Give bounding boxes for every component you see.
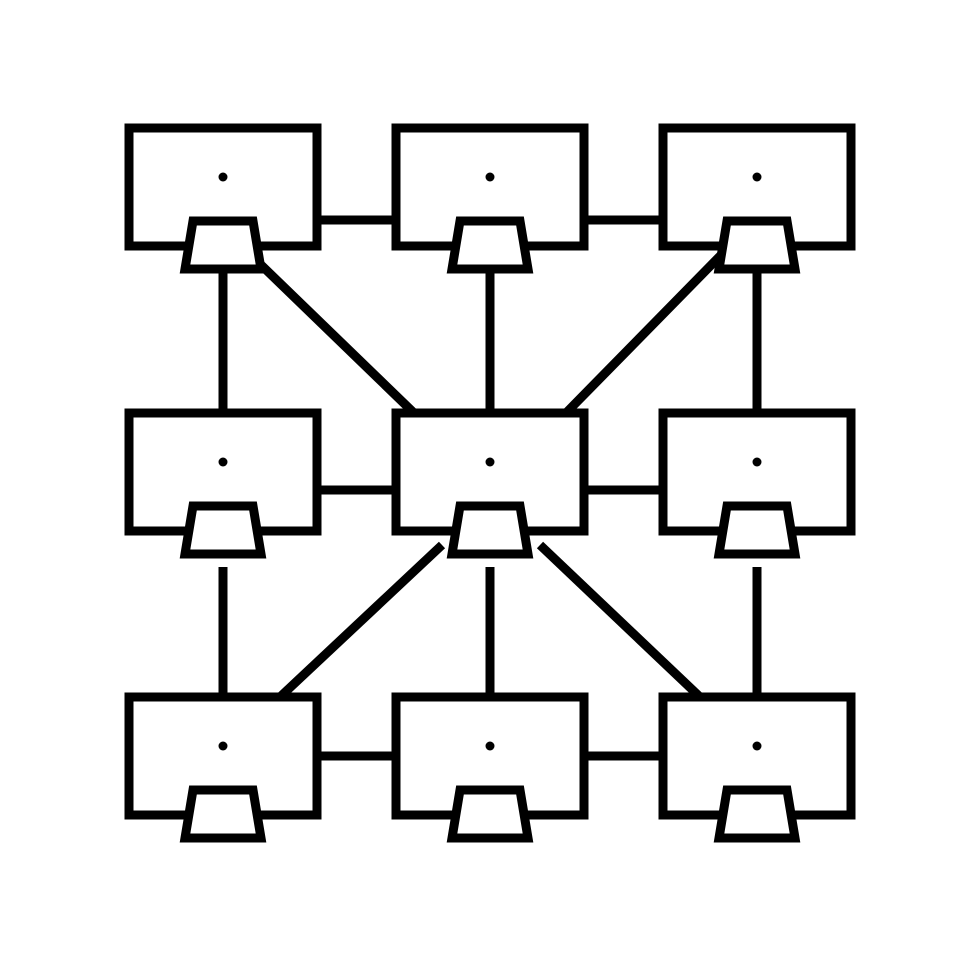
monitor-m2: [391, 123, 589, 274]
link-m1-m5: [254, 258, 418, 417]
monitor-stand: [179, 216, 267, 274]
monitor-dot: [218, 741, 228, 751]
link-m3-m5: [562, 249, 727, 417]
monitor-stand: [179, 501, 267, 559]
monitor-stand: [446, 501, 534, 559]
monitor-stand: [446, 785, 534, 843]
link-m5-m9: [536, 541, 704, 701]
monitors: [124, 123, 856, 843]
monitor-m5: [391, 408, 589, 559]
monitor-stand: [713, 501, 801, 559]
monitor-dot: [752, 741, 762, 751]
connection-lines: [218, 215, 762, 761]
monitor-dot: [485, 741, 495, 751]
monitor-dot: [485, 457, 495, 467]
link-m5-m7: [276, 541, 446, 701]
monitor-dot: [752, 172, 762, 182]
monitor-stand: [713, 216, 801, 274]
monitor-dot: [485, 172, 495, 182]
monitor-m6: [658, 408, 856, 559]
monitor-stand: [179, 785, 267, 843]
monitor-m3: [658, 123, 856, 274]
monitor-stand: [713, 785, 801, 843]
monitor-m1: [124, 123, 322, 274]
monitor-m7: [124, 692, 322, 843]
monitor-stand: [446, 216, 534, 274]
monitor-m4: [124, 408, 322, 559]
monitor-dot: [218, 457, 228, 467]
monitor-m9: [658, 692, 856, 843]
monitor-dot: [218, 172, 228, 182]
monitor-dot: [752, 457, 762, 467]
monitor-screen: [391, 408, 589, 536]
monitor-m8: [391, 692, 589, 843]
